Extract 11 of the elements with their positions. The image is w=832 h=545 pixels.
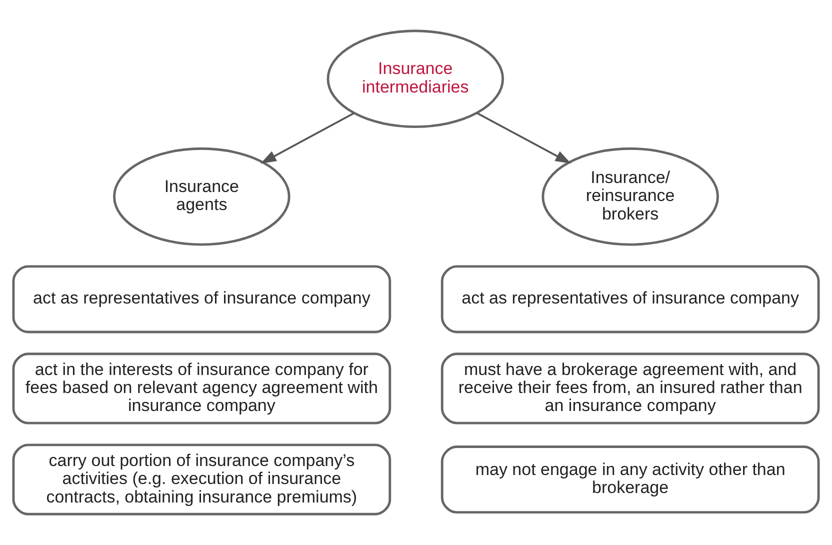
node-box: act as representatives of insurance company bbox=[12, 265, 392, 334]
node-box: act as representatives of insurance company bbox=[440, 265, 820, 334]
node-box: carry out portion of insurance company’s activities (e.g. execution of insurance contracts, obtaining insurance premiums) bbox=[12, 444, 392, 516]
arrow bbox=[476, 112, 572, 164]
node-box: must have a brokerage agreement with, and receive their fees from, an insured rather than an insurance company bbox=[440, 352, 820, 424]
node-ellipse: Insurance/ reinsurance brokers bbox=[542, 147, 719, 246]
node-box: may not engage in any activity other than brokerage bbox=[440, 446, 820, 514]
arrow bbox=[260, 112, 355, 164]
node-box: act in the interests of insurance company for fees based on relevant agency agreement with insurance company bbox=[12, 352, 392, 424]
node-ellipse: Insurance agents bbox=[113, 147, 290, 246]
node-ellipse: Insurance intermediaries bbox=[326, 30, 504, 128]
